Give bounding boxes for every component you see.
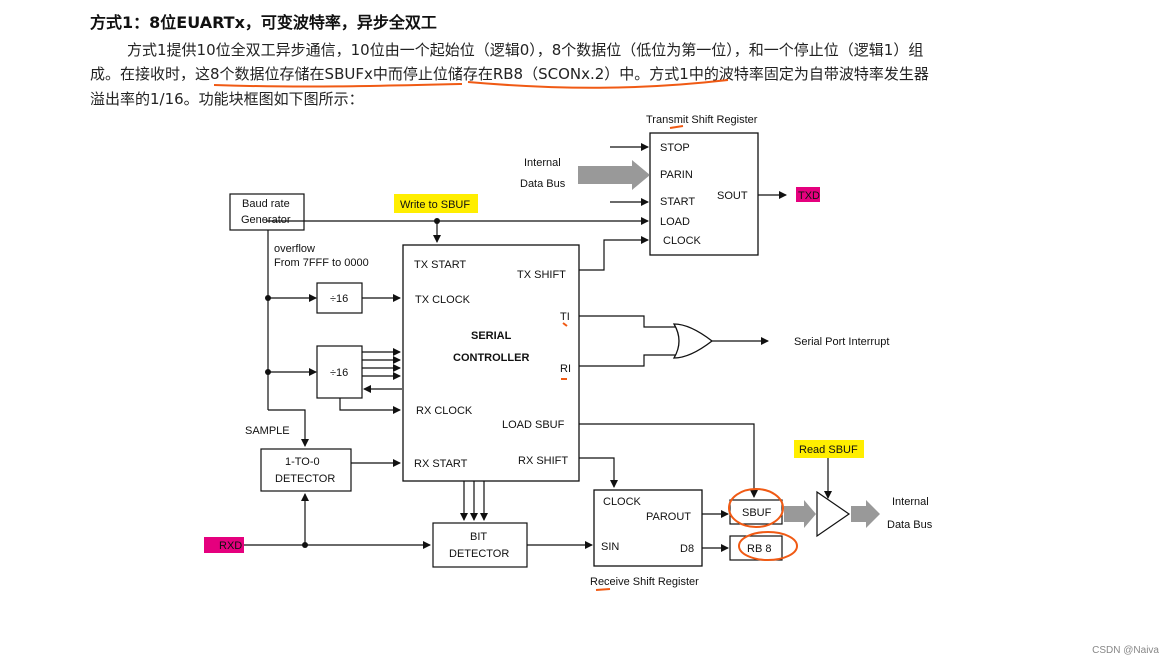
sc-rx-shift-label: RX SHIFT: [518, 455, 568, 467]
annotation-mark: [562, 322, 568, 327]
overflow-label-1: overflow: [274, 243, 315, 255]
detector-label-1: 1-TO-0: [285, 456, 320, 468]
serial-controller-box: [402, 244, 580, 482]
sbuf-to-buffer-arrow: [784, 500, 816, 528]
data-bus-arrow-in: [578, 160, 650, 190]
rsr-sin-label: SIN: [601, 541, 619, 553]
divide-16-box-top: [316, 282, 363, 314]
sbuf-label: SBUF: [742, 507, 772, 519]
bit-detector-box: [432, 522, 528, 568]
tsr-start-label: START: [660, 196, 695, 208]
one-to-zero-detector-box: [260, 448, 352, 492]
paragraph-line-1: 方式1提供10位全双工异步通信，10位由一个起始位（逻辑0），8个数据位（低位为…: [127, 41, 924, 59]
rsr-clock-label: CLOCK: [603, 496, 642, 508]
sbuf-box: [729, 499, 783, 525]
tsr-clock-label: CLOCK: [663, 235, 702, 247]
internal-data-bus-top-1: Internal: [524, 157, 561, 169]
watermark: CSDN @Naiva: [1092, 645, 1159, 656]
receive-shift-register-label: Receive Shift Register: [590, 576, 699, 588]
read-sbuf-label: Read SBUF: [799, 444, 858, 456]
section-heading: 方式1：8位EUARTx，可变波特率，异步全双工: [90, 13, 437, 32]
paragraph-line-2: 成。在接收时，这8个数据位存储在SBUFx中而停止位储存在RB8（SCONx.2…: [90, 65, 929, 83]
rsr-d8-label: D8: [680, 543, 694, 555]
baud-label-1: Baud rate: [242, 198, 290, 210]
txd-label: TXD: [798, 190, 820, 202]
bit-detector-label-2: DETECTOR: [449, 548, 509, 560]
rb8-circle-annotation: [738, 531, 798, 561]
rb8-label: RB 8: [747, 543, 771, 555]
bit-detector-label-1: BIT: [470, 531, 487, 543]
tsr-load-label: LOAD: [660, 216, 690, 228]
write-sbuf-highlight: [394, 194, 478, 213]
sc-rx-clock-label: RX CLOCK: [416, 405, 473, 417]
overflow-label-2: From 7FFF to 0000: [274, 257, 369, 269]
sample-label: SAMPLE: [245, 425, 290, 437]
baud-rate-generator-box: [229, 193, 305, 231]
sc-tx-shift-label: TX SHIFT: [517, 269, 566, 281]
sc-load-sbuf-label: LOAD SBUF: [502, 419, 565, 431]
sc-serial-label: SERIAL: [471, 330, 512, 342]
read-sbuf-highlight: [794, 440, 864, 458]
annotation-mark: [669, 125, 684, 129]
rxd-label: RXD: [219, 540, 242, 552]
underline-annotation-2: [467, 79, 729, 89]
sc-controller-label: CONTROLLER: [453, 352, 529, 364]
divide-16-box-mid: [316, 345, 363, 399]
paragraph-line-3: 溢出率的1/16。功能块框图如下图所示：: [90, 90, 364, 108]
tsr-stop-label: STOP: [660, 142, 690, 154]
serial-port-interrupt-label: Serial Port Interrupt: [794, 336, 889, 348]
tsr-parin-label: PARIN: [660, 169, 693, 181]
or-gate: [672, 323, 714, 359]
transmit-shift-register-label: Transmit Shift Register: [646, 114, 758, 126]
underline-annotation-1: [213, 83, 463, 88]
tsr-sout-label: SOUT: [717, 190, 748, 202]
sbuf-circle-annotation: [728, 488, 784, 528]
div16-top-label: ÷16: [330, 293, 348, 305]
rxd-highlight: [204, 537, 244, 553]
txd-highlight: [796, 187, 820, 202]
data-bus-arrow-out: [851, 500, 880, 528]
internal-data-bus-top-2: Data Bus: [520, 178, 566, 190]
detector-label-2: DETECTOR: [275, 473, 335, 485]
sc-ri-label: RI: [560, 363, 571, 375]
transmit-shift-register-box: [649, 132, 759, 256]
read-buffer: [816, 490, 851, 538]
rsr-parout-label: PAROUT: [646, 511, 691, 523]
div16-mid-label: ÷16: [330, 367, 348, 379]
annotation-mark: [595, 588, 611, 591]
sc-rx-start-label: RX START: [414, 458, 468, 470]
internal-data-bus-bottom-2: Data Bus: [887, 519, 933, 531]
baud-label-2: Generator: [241, 214, 291, 226]
sc-tx-start-label: TX START: [414, 259, 466, 271]
write-sbuf-label: Write to SBUF: [400, 199, 470, 211]
sc-tx-clock-label: TX CLOCK: [415, 294, 471, 306]
sc-ti-label: TI: [560, 311, 570, 323]
receive-shift-register-box: [593, 489, 703, 567]
internal-data-bus-bottom-1: Internal: [892, 496, 929, 508]
